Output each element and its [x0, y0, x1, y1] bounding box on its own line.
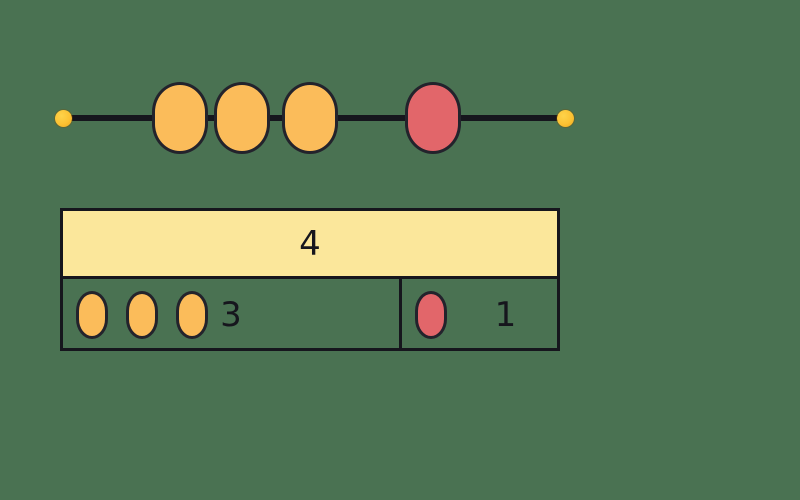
string-bead-3-orange[interactable]	[282, 82, 338, 154]
table-row-total: 4	[63, 211, 557, 279]
bead-string	[0, 0, 800, 200]
string-bead-2-orange[interactable]	[214, 82, 270, 154]
string-bead-4-red[interactable]	[405, 82, 461, 154]
red-count-wrap: 1	[454, 279, 557, 351]
string-end-left-knob	[55, 110, 72, 127]
red-count-value: 1	[494, 295, 517, 335]
table-bead-1-orange[interactable]	[76, 291, 108, 339]
table-bead-2-orange[interactable]	[126, 291, 158, 339]
table-cell-red-part: 1	[402, 279, 557, 351]
string-bead-1-orange[interactable]	[152, 82, 208, 154]
total-count-value: 4	[299, 223, 321, 264]
orange-count-value: 3	[220, 295, 242, 335]
string-end-right-knob	[557, 110, 574, 127]
table-bead-1-red[interactable]	[415, 291, 447, 339]
table-row-parts: 3 1	[63, 279, 557, 351]
red-bead-group	[402, 291, 447, 339]
part-whole-table: 4 3 1	[60, 208, 560, 351]
table-bead-3-orange[interactable]	[176, 291, 208, 339]
table-cell-orange-part: 3	[63, 279, 402, 351]
orange-bead-group	[63, 291, 208, 339]
